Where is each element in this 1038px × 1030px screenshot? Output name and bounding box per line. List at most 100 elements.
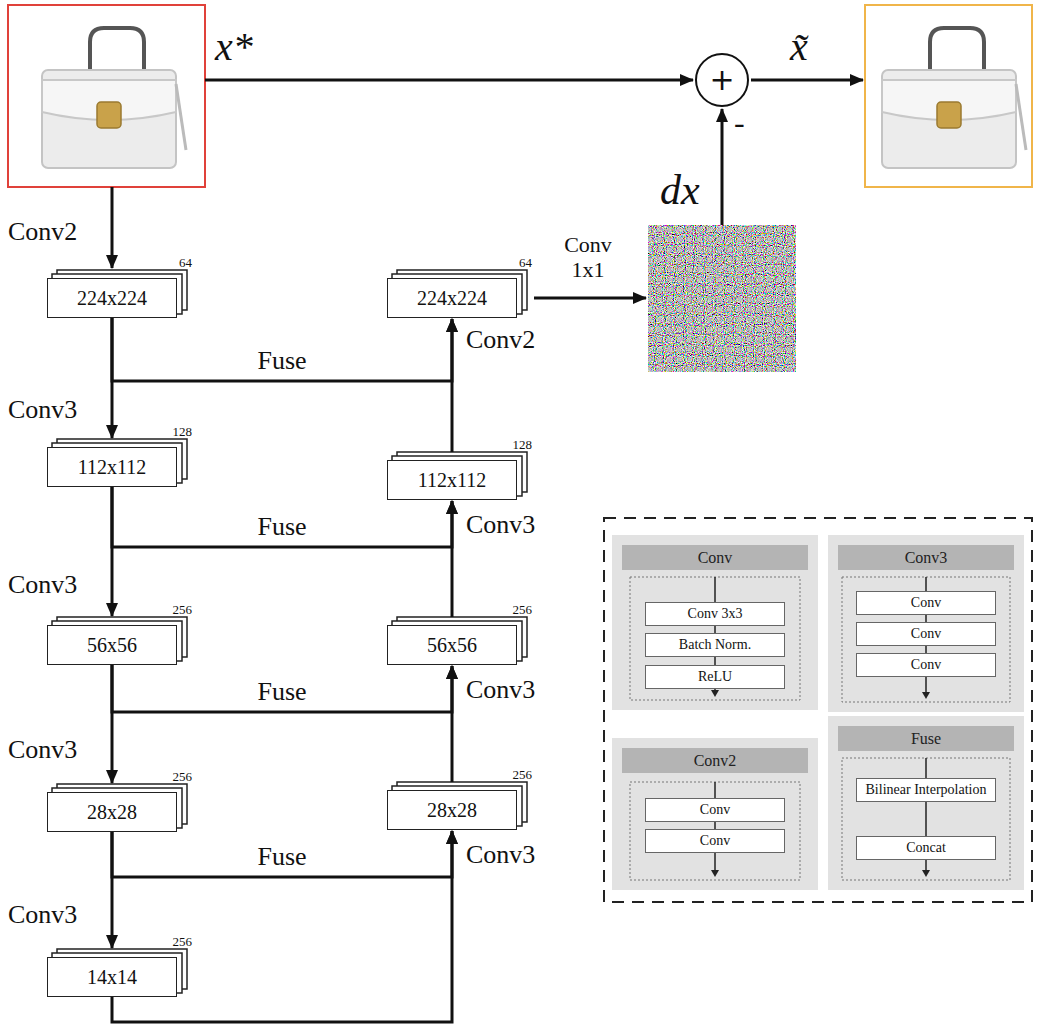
layer-box: Concat xyxy=(856,836,996,861)
layer-box: ReLU xyxy=(645,665,785,690)
panel-title: Fuse xyxy=(838,726,1014,751)
channel-count: 64 xyxy=(519,256,532,270)
channel-count: 128 xyxy=(513,438,533,452)
image-frame xyxy=(8,5,205,187)
arrow-head xyxy=(711,690,719,697)
flow-arrows xyxy=(112,80,863,298)
channel-count: 256 xyxy=(513,603,533,617)
feature-map-box: 14x14256 xyxy=(47,957,177,997)
layer-box: Conv xyxy=(856,591,996,616)
feature-size: 14x14 xyxy=(87,966,137,988)
sign-label: - xyxy=(734,104,745,141)
layer-name: Conv xyxy=(700,802,730,817)
connector xyxy=(112,665,452,712)
feature-size: 56x56 xyxy=(87,634,137,656)
math-symbol: x̃ xyxy=(790,24,808,70)
feature-map-box: 28x28256 xyxy=(387,790,517,830)
arrow-head xyxy=(711,870,719,877)
edge-label: Fuse xyxy=(257,677,306,707)
arrow xyxy=(205,79,693,82)
layer-name: Conv xyxy=(911,626,941,641)
edge-label: Fuse xyxy=(257,842,306,872)
feature-size: 224x224 xyxy=(77,287,147,309)
arrow xyxy=(534,297,646,300)
feature-map-box: 112x112128 xyxy=(387,460,517,500)
output-image xyxy=(865,5,1032,187)
operator-symbol: + xyxy=(709,65,734,95)
feature-size: 112x112 xyxy=(78,456,147,478)
connector xyxy=(451,319,454,452)
channel-count: 64 xyxy=(179,256,192,270)
dotted-frame xyxy=(842,758,1010,880)
feature-size: 28x28 xyxy=(87,801,137,823)
layer-box: Batch Norm. xyxy=(645,633,785,658)
arrow xyxy=(111,187,114,268)
feature-map-box: 28x28256 xyxy=(47,792,177,832)
layer-name: ReLU xyxy=(698,669,732,684)
edge-label: Conv2 xyxy=(466,325,535,355)
layer-box: Conv 3x3 xyxy=(645,602,785,627)
edge-label: Conv3 xyxy=(8,570,77,600)
panel-title: Conv2 xyxy=(622,748,808,773)
feature-map-box: 224x22464 xyxy=(387,278,517,318)
legend-panel: Conv3ConvConvConv xyxy=(828,535,1024,712)
dotted-frame xyxy=(842,577,1010,702)
layer-name: Conv xyxy=(911,657,941,672)
layer-name: Bilinear Interpolation xyxy=(866,782,987,797)
connector xyxy=(451,666,454,782)
feature-map-box: 112x112128 xyxy=(47,447,177,487)
channel-count: 256 xyxy=(173,935,193,949)
layer-box: Bilinear Interpolation xyxy=(856,778,996,803)
operation-label: Conv2 xyxy=(8,217,77,247)
layer-name: Conv 3x3 xyxy=(688,606,743,621)
sum-node: + xyxy=(695,53,749,107)
layer-name: Conv xyxy=(911,595,941,610)
edge-label: Conv3 xyxy=(466,840,535,870)
image-frame xyxy=(865,5,1032,187)
input-image xyxy=(8,5,205,187)
flow-line xyxy=(714,782,716,872)
noise-image xyxy=(648,225,796,372)
edge-label: Conv3 xyxy=(8,735,77,765)
layer-box: Conv xyxy=(856,653,996,678)
feature-size: 112x112 xyxy=(418,469,487,491)
dotted-frame xyxy=(630,782,800,880)
operation-label: Conv 1x1 xyxy=(556,232,620,283)
channel-count: 256 xyxy=(513,768,533,782)
panel-title: Conv xyxy=(622,545,808,570)
feature-size: 28x28 xyxy=(427,799,477,821)
connectors xyxy=(112,318,452,1022)
arrow-head xyxy=(922,692,930,699)
feature-map-box: 56x56256 xyxy=(47,625,177,665)
channel-count: 128 xyxy=(173,425,193,439)
layer-box: Conv xyxy=(645,829,785,854)
layer-name: Concat xyxy=(906,840,946,855)
arrow xyxy=(751,79,863,82)
math-symbol: x* xyxy=(215,24,253,70)
layer-name: Conv xyxy=(700,833,730,848)
bag-picture xyxy=(42,28,186,168)
layer-box: Conv xyxy=(856,622,996,647)
edge-label: Conv3 xyxy=(466,510,535,540)
edge-label: Conv3 xyxy=(466,675,535,705)
layer-box: Conv xyxy=(645,798,785,823)
channel-count: 256 xyxy=(173,770,193,784)
feature-map-box: 224x22464 xyxy=(47,278,177,318)
bag-picture xyxy=(882,28,1026,168)
connector xyxy=(112,318,452,381)
connector xyxy=(112,831,452,877)
math-symbol: dx xyxy=(660,166,700,214)
legend-panel: FuseBilinear InterpolationConcat xyxy=(828,716,1024,890)
panel-title: Conv3 xyxy=(838,545,1014,570)
edge-label: Fuse xyxy=(257,512,306,542)
feature-size: 56x56 xyxy=(427,634,477,656)
legend-panel: Conv2ConvConv xyxy=(612,738,818,890)
connector xyxy=(451,501,454,617)
feature-size: 224x224 xyxy=(417,287,487,309)
layer-name: Batch Norm. xyxy=(679,637,751,652)
legend-border xyxy=(604,518,1032,902)
dotted-frame xyxy=(630,577,800,700)
edge-label: Conv3 xyxy=(8,900,77,930)
arrow xyxy=(721,109,724,225)
arrow-head xyxy=(922,870,930,877)
